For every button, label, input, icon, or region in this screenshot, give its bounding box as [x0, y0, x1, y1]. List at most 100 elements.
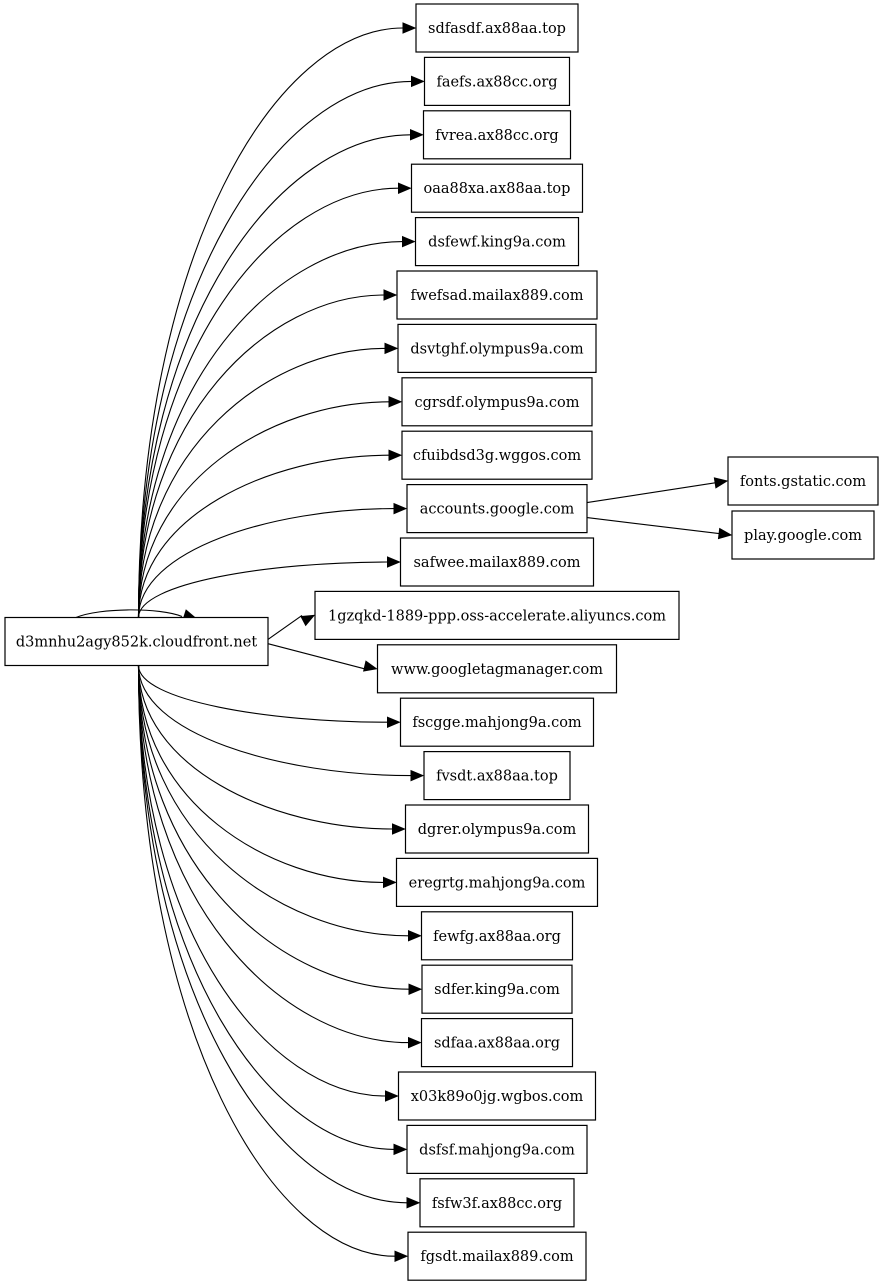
edge-to-target-20	[137, 665, 386, 1097]
target-node-5-label: fwefsad.mailax889.com	[410, 288, 583, 304]
secondary-node-0-label: fonts.gstatic.com	[740, 474, 867, 490]
arrowhead-target-5	[383, 289, 398, 301]
edge-to-target-18	[137, 665, 410, 990]
target-node-21-box	[406, 1124, 588, 1175]
target-node-17-box	[420, 911, 574, 961]
source-node-box	[4, 616, 269, 667]
edge-to-target-21	[137, 665, 395, 1150]
target-node-8-box	[401, 430, 593, 480]
arrowhead-target-1	[411, 75, 425, 88]
secondary-node-0-box	[727, 456, 879, 506]
target-node-10-box	[399, 537, 595, 587]
target-node-6-box	[397, 323, 597, 373]
target-node-9: accounts.google.com	[406, 484, 588, 534]
edge-to-target-17	[137, 665, 409, 937]
target-node-19-label: sdfaa.ax88aa.org	[434, 1036, 560, 1052]
edge-to-target-6	[137, 347, 386, 618]
edge-to-target-16	[137, 665, 384, 883]
arrowhead-target-10	[387, 556, 401, 568]
edge-to-target-14	[137, 665, 412, 777]
target-node-18: sdfer.king9a.com	[421, 964, 573, 1014]
secondary-node-1-box	[731, 510, 875, 560]
edge-to-secondary-1	[586, 517, 720, 535]
target-node-17-label: fewfg.ax88aa.org	[433, 929, 561, 945]
arrowhead-target-8	[388, 449, 403, 461]
target-node-5: fwefsad.mailax889.com	[396, 270, 598, 320]
target-node-11-box	[314, 590, 680, 641]
arrowhead-target-20	[385, 1090, 399, 1102]
edge-to-target-12	[267, 643, 365, 670]
target-node-17: fewfg.ax88aa.org	[420, 911, 574, 961]
arrowhead-secondary-0	[713, 477, 729, 489]
target-node-19-box	[420, 1017, 574, 1068]
edge-to-target-7	[137, 401, 390, 618]
target-node-13: fscgge.mahjong9a.com	[399, 697, 595, 747]
target-node-23-box	[407, 1231, 587, 1281]
target-node-4: dsfewf.king9a.com	[414, 217, 580, 267]
target-node-14-label: fvsdt.ax88aa.top	[436, 769, 558, 785]
target-node-18-box	[421, 964, 573, 1014]
target-node-20-label: x03k89o0jg.wgbos.com	[411, 1089, 584, 1105]
target-node-16-box	[395, 857, 599, 908]
arrowhead-target-21	[393, 1143, 408, 1156]
target-node-13-label: fscgge.mahjong9a.com	[412, 715, 582, 731]
target-node-0-label: sdfasdf.ax88aa.top	[428, 21, 566, 37]
target-node-6: dsvtghf.olympus9a.com	[397, 323, 597, 373]
arrowhead-target-23	[394, 1250, 409, 1262]
source-node-label: d3mnhu2agy852k.cloudfront.net	[16, 635, 258, 651]
edge-to-target-10	[137, 561, 388, 618]
target-node-9-label: accounts.google.com	[420, 502, 575, 518]
target-node-16: eregrtg.mahjong9a.com	[395, 857, 599, 908]
target-node-15-box	[404, 804, 590, 854]
arrowhead-target-17	[408, 930, 422, 942]
source-node: d3mnhu2agy852k.cloudfront.net	[4, 616, 269, 667]
edge-to-target-15	[137, 665, 393, 830]
edge-to-target-1	[137, 80, 412, 618]
target-node-12-label: www.googletagmanager.com	[391, 662, 603, 678]
arrowhead-target-14	[410, 769, 425, 782]
secondary-node-1: play.google.com	[731, 510, 875, 560]
target-node-9-box	[406, 484, 588, 534]
target-node-20-box	[397, 1071, 597, 1121]
target-node-2-box	[422, 110, 572, 160]
edge-to-target-9	[137, 508, 395, 618]
edge-to-secondary-0	[586, 482, 716, 504]
target-node-1: faefs.ax88cc.org	[423, 56, 571, 107]
target-node-4-box	[414, 217, 580, 267]
target-node-4-label: dsfewf.king9a.com	[428, 235, 566, 251]
target-node-22: fsfw3f.ax88cc.org	[419, 1178, 575, 1228]
arrowhead-secondary-1	[717, 527, 733, 540]
edge-to-target-0	[137, 27, 404, 618]
target-node-3-box	[410, 163, 584, 213]
arrowhead-target-15	[392, 823, 406, 835]
target-node-14: fvsdt.ax88aa.top	[423, 750, 571, 801]
target-node-11: 1gzqkd-1889-ppp.oss-accelerate.aliyuncs.…	[314, 590, 680, 641]
target-node-5-box	[396, 270, 598, 320]
arrowhead-target-9	[393, 502, 408, 515]
edge-to-target-19	[137, 665, 409, 1044]
edge-to-target-11	[267, 614, 303, 640]
target-node-2-label: fvrea.ax88cc.org	[435, 128, 558, 144]
target-node-0: sdfasdf.ax88aa.top	[415, 3, 579, 53]
edge-to-target-22	[137, 665, 408, 1204]
target-node-11-label: 1gzqkd-1889-ppp.oss-accelerate.aliyuncs.…	[328, 608, 666, 624]
target-node-3-label: oaa88xa.ax88aa.top	[424, 181, 571, 197]
arrowhead-target-6	[384, 342, 399, 355]
target-node-3: oaa88xa.ax88aa.top	[410, 163, 584, 213]
edge-to-target-13	[137, 665, 388, 723]
target-node-13-box	[399, 697, 595, 747]
arrowhead-target-2	[410, 129, 424, 141]
target-node-14-box	[423, 750, 571, 801]
target-node-10: safwee.mailax889.com	[399, 537, 595, 587]
target-node-7: cgrsdf.olympus9a.com	[401, 377, 593, 427]
target-node-10-label: safwee.mailax889.com	[413, 555, 580, 571]
edge-to-target-3	[137, 187, 399, 618]
target-node-21-label: dsfsf.mahjong9a.com	[419, 1142, 575, 1158]
arrowhead-target-18	[408, 983, 423, 995]
target-node-1-label: faefs.ax88cc.org	[436, 74, 557, 90]
arrowhead-target-7	[388, 396, 403, 408]
target-node-15-label: dgrer.olympus9a.com	[418, 822, 577, 838]
self-loop-edge	[75, 609, 183, 619]
arrowhead-target-19	[408, 1036, 422, 1049]
target-node-2: fvrea.ax88cc.org	[422, 110, 572, 160]
